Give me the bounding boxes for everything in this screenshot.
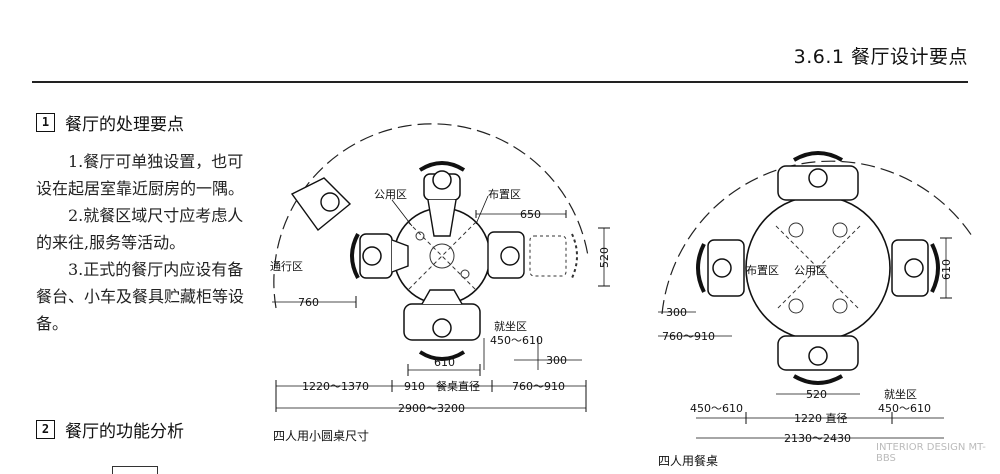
label-layout-zone: 布置区 bbox=[746, 264, 779, 277]
section-1-title: 餐厅的处理要点 bbox=[65, 115, 184, 135]
plate bbox=[788, 222, 804, 238]
seated-person-right bbox=[891, 239, 940, 297]
dim-520: 520 bbox=[806, 388, 827, 401]
label-public-zone: 公用区 bbox=[794, 264, 827, 277]
plate bbox=[832, 298, 848, 314]
zone-line bbox=[407, 221, 477, 291]
seated-person-bottom bbox=[403, 289, 481, 361]
dim-760-910: 760～910 bbox=[662, 330, 715, 343]
label-seating-zone: 就坐区 bbox=[884, 387, 917, 401]
dim-760: 760 bbox=[298, 296, 319, 309]
section-1-heading: 1 餐厅的处理要点 bbox=[36, 110, 184, 135]
seated-person-top bbox=[777, 151, 859, 201]
plate bbox=[460, 269, 470, 279]
dim-760-910: 760～910 bbox=[512, 380, 565, 393]
zone-line bbox=[407, 221, 477, 291]
diagram-1-caption: 四人用小圆桌尺寸 bbox=[273, 429, 370, 443]
plate bbox=[788, 298, 804, 314]
label-1220-diameter: 1220 直径 bbox=[794, 411, 848, 425]
walking-person bbox=[290, 177, 352, 232]
dim-610: 610 bbox=[434, 356, 455, 369]
dim-1220-1370: 1220～1370 bbox=[302, 380, 369, 393]
dim-450-610-right: 450～610 bbox=[878, 402, 931, 415]
dim-910: 910 bbox=[404, 380, 425, 393]
section-1-body: 1.餐厅可单独设置，也可设在起居室靠近厨房的一隅。 2.就餐区域尺寸应考虑人的来… bbox=[36, 148, 256, 337]
seated-person-left bbox=[350, 233, 409, 279]
dim-2130-2430: 2130～2430 bbox=[784, 432, 851, 445]
diagram-small-round-table: 公用区 布置区 通行区 650 520 760 就坐区 450～610 300 … bbox=[270, 123, 611, 415]
seated-person-right bbox=[487, 231, 578, 279]
label-public-zone: 公用区 bbox=[374, 188, 407, 201]
diagram-four-person-table: 布置区 公用区 610 300 760～910 520 450～610 就坐区 … bbox=[658, 151, 973, 445]
dim-520: 520 bbox=[598, 247, 611, 268]
zone-line bbox=[775, 225, 861, 311]
clearance-arc bbox=[273, 123, 589, 309]
section-2-number: 2 bbox=[36, 420, 55, 439]
label-seating-zone: 就坐区 bbox=[494, 319, 527, 333]
seated-person-left bbox=[696, 239, 745, 297]
dim-650: 650 bbox=[520, 208, 541, 221]
plate bbox=[832, 222, 848, 238]
diagram-2-caption: 四人用餐桌 bbox=[658, 454, 719, 468]
dim-2900-3200: 2900～3200 bbox=[398, 402, 465, 415]
label-layout-zone: 布置区 bbox=[488, 188, 521, 201]
watermark: INTERIOR DESIGN MT-BBS bbox=[876, 442, 986, 464]
paragraph-1: 1.餐厅可单独设置，也可设在起居室靠近厨房的一隅。 bbox=[36, 152, 245, 198]
dim-300: 300 bbox=[666, 306, 687, 319]
seated-person-bottom bbox=[777, 335, 859, 385]
dim-450-610-left: 450～610 bbox=[690, 402, 743, 415]
paragraph-3: 3.正式的餐厅内应设有备餐台、小车及餐具贮藏柜等设备。 bbox=[36, 260, 245, 333]
label-table-diameter: 餐桌直径 bbox=[436, 379, 480, 393]
section-1-number: 1 bbox=[36, 113, 55, 132]
dim-300: 300 bbox=[546, 354, 567, 367]
section-2-heading: 2 餐厅的功能分析 bbox=[36, 417, 184, 442]
seated-person-top bbox=[418, 161, 466, 237]
plate bbox=[429, 243, 455, 269]
label-passage-zone: 通行区 bbox=[270, 260, 303, 273]
header-divider bbox=[32, 81, 968, 83]
section-2-title: 餐厅的功能分析 bbox=[65, 422, 184, 442]
page-title: 3.6.1 餐厅设计要点 bbox=[793, 46, 968, 68]
plate bbox=[415, 231, 425, 241]
dim-610: 610 bbox=[940, 259, 953, 280]
page-bottom-mark bbox=[112, 466, 158, 474]
paragraph-2: 2.就餐区域尺寸应考虑人的来往,服务等活动。 bbox=[36, 206, 244, 252]
dim-450-610: 450～610 bbox=[490, 334, 543, 347]
